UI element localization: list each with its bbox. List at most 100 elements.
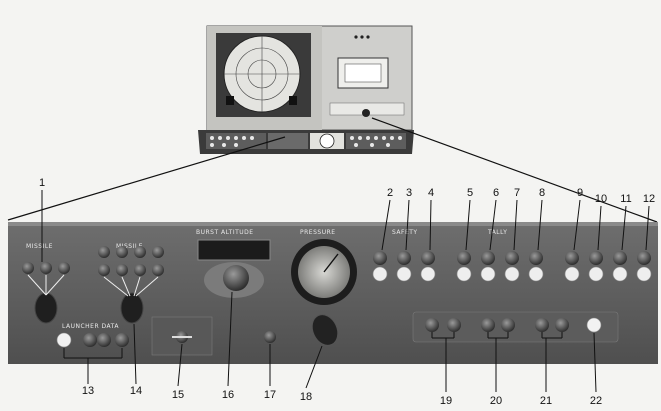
desk-dot-7 bbox=[210, 143, 214, 147]
top-lamp-7[interactable] bbox=[504, 266, 520, 282]
burst-altitude-knob[interactable] bbox=[223, 265, 249, 291]
top-lamp-11[interactable] bbox=[612, 266, 628, 282]
callout-20: 20 bbox=[490, 395, 502, 407]
desk-dot-18 bbox=[370, 143, 374, 147]
missile-c-top-4[interactable] bbox=[152, 246, 164, 258]
knob-21a[interactable] bbox=[535, 318, 549, 332]
top-knob-9[interactable] bbox=[565, 251, 579, 265]
missile-selector-left bbox=[22, 262, 70, 324]
top-knob-8[interactable] bbox=[529, 251, 543, 265]
indicator-dot-2 bbox=[360, 35, 364, 39]
knob-19a[interactable] bbox=[425, 318, 439, 332]
callout-19: 19 bbox=[440, 395, 452, 407]
callout-line-18 bbox=[177, 343, 183, 387]
top-knob-3[interactable] bbox=[397, 251, 411, 265]
knob-19b[interactable] bbox=[447, 318, 461, 332]
callout-16: 16 bbox=[222, 389, 234, 401]
leader-14d bbox=[135, 276, 159, 297]
top-knob-5[interactable] bbox=[457, 251, 471, 265]
top-lamp-2[interactable] bbox=[372, 266, 388, 282]
leader-1c bbox=[45, 274, 65, 296]
lower-right-knob-pairs bbox=[425, 317, 602, 333]
launcher-data-lamp[interactable] bbox=[56, 332, 72, 348]
knob-17[interactable] bbox=[264, 331, 276, 343]
radar-corner-panel-right bbox=[289, 96, 297, 105]
launcher-data-controls bbox=[56, 332, 129, 348]
missile-c-top-3[interactable] bbox=[134, 246, 146, 258]
missile-indicator-1[interactable] bbox=[22, 262, 34, 274]
zoom-line-left bbox=[7, 136, 286, 221]
burst-altitude-label: BURST ALTITUDE bbox=[196, 229, 254, 236]
callout-22: 22 bbox=[590, 395, 602, 407]
top-lamp-5[interactable] bbox=[456, 266, 472, 282]
missile-center-switch[interactable] bbox=[120, 292, 144, 324]
missile-select-switch[interactable] bbox=[34, 292, 58, 324]
meter-18-switch[interactable] bbox=[307, 310, 342, 349]
indicator-dot-3 bbox=[366, 35, 370, 39]
desk-dot-3 bbox=[226, 136, 230, 140]
top-knob-2[interactable] bbox=[373, 251, 387, 265]
callout-10: 10 bbox=[595, 193, 607, 205]
callout-line-8 bbox=[537, 199, 543, 251]
top-knob-7[interactable] bbox=[505, 251, 519, 265]
callout-line-7 bbox=[513, 199, 518, 251]
desk-dot-2 bbox=[218, 136, 222, 140]
radar-corner-panel-left bbox=[226, 96, 234, 105]
panel-top-edge bbox=[8, 222, 658, 226]
desk-dot-6 bbox=[250, 136, 254, 140]
highlighted-control bbox=[362, 109, 370, 117]
top-lamp-4[interactable] bbox=[420, 266, 436, 282]
missile-c-bot-4[interactable] bbox=[152, 264, 164, 276]
callout-4: 4 bbox=[428, 187, 434, 199]
lamp-22[interactable] bbox=[586, 317, 602, 333]
launcher-data-knob-3[interactable] bbox=[115, 333, 129, 347]
top-knob-12[interactable] bbox=[637, 251, 651, 265]
top-lamp-6[interactable] bbox=[480, 266, 496, 282]
missile-indicator-2[interactable] bbox=[40, 262, 52, 274]
missile-indicator-3[interactable] bbox=[58, 262, 70, 274]
top-lamp-9[interactable] bbox=[564, 266, 580, 282]
top-lamp-8[interactable] bbox=[528, 266, 544, 282]
callout-line-11 bbox=[621, 205, 627, 251]
missile-selector-center bbox=[98, 246, 164, 324]
callout-9: 9 bbox=[577, 187, 583, 199]
desk-dot-13 bbox=[374, 136, 378, 140]
missile-c-bot-2[interactable] bbox=[116, 264, 128, 276]
knob-20a[interactable] bbox=[481, 318, 495, 332]
indicator-dot-1 bbox=[354, 35, 358, 39]
callout-line-34 bbox=[593, 332, 597, 393]
callout-7: 7 bbox=[514, 187, 520, 199]
top-lamp-3[interactable] bbox=[396, 266, 412, 282]
desk-dot-8 bbox=[222, 143, 226, 147]
missile-c-bot-1[interactable] bbox=[98, 264, 110, 276]
missile-c-top-1[interactable] bbox=[98, 246, 110, 258]
missile-c-bot-3[interactable] bbox=[134, 264, 146, 276]
safety-label: SAFETY bbox=[392, 229, 418, 236]
top-lamp-12[interactable] bbox=[636, 266, 652, 282]
knob-20b[interactable] bbox=[501, 318, 515, 332]
top-knob-6[interactable] bbox=[481, 251, 495, 265]
top-lamp-10[interactable] bbox=[588, 266, 604, 282]
callout-numbers: 1 2 3 4 5 6 7 8 9 10 11 12 13 14 15 16 1… bbox=[39, 177, 655, 407]
pressure-meter-needle bbox=[323, 253, 339, 273]
desk-switch-dots bbox=[210, 136, 402, 147]
callout-line-17 bbox=[133, 323, 137, 385]
top-right-knobs bbox=[372, 251, 652, 282]
knob-21b[interactable] bbox=[555, 318, 569, 332]
launcher-data-knob-2[interactable] bbox=[97, 333, 111, 347]
missile-c-top-2[interactable] bbox=[116, 246, 128, 258]
callout-17: 17 bbox=[264, 389, 276, 401]
callout-12: 12 bbox=[643, 193, 655, 205]
top-knob-11[interactable] bbox=[613, 251, 627, 265]
callout-1: 1 bbox=[39, 177, 45, 189]
readout-chart bbox=[344, 63, 382, 83]
launcher-data-label: LAUNCHER DATA bbox=[62, 323, 119, 330]
callout-lines bbox=[41, 190, 650, 393]
desk-panel-mid bbox=[268, 133, 308, 149]
zoom-line-right bbox=[371, 117, 658, 223]
top-knob-4[interactable] bbox=[421, 251, 435, 265]
launcher-data-knob-1[interactable] bbox=[83, 333, 97, 347]
top-knob-10[interactable] bbox=[589, 251, 603, 265]
pressure-label: PRESSURE bbox=[300, 229, 336, 236]
leader-14c bbox=[133, 276, 141, 297]
